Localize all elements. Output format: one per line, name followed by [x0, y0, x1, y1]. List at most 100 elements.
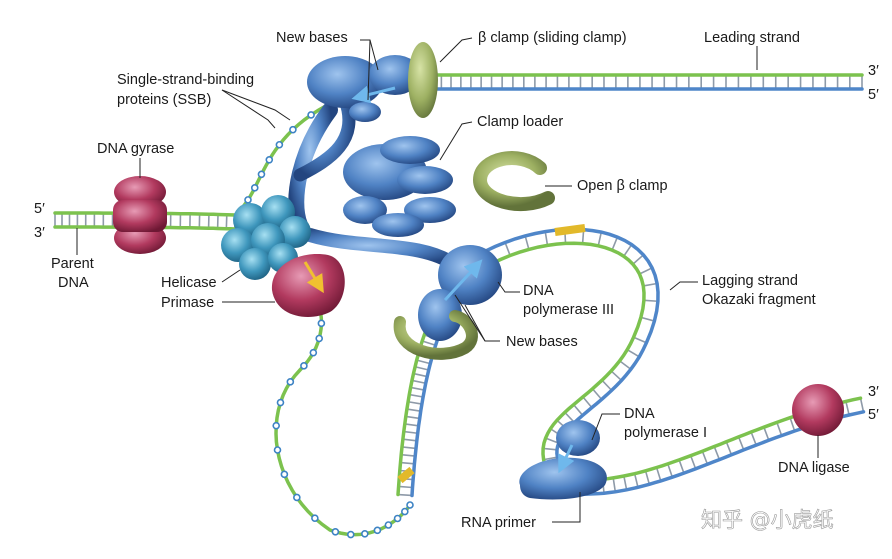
clamp-loader [288, 93, 462, 272]
ssb-dot [406, 501, 414, 509]
lagging-new-fragment-rung [401, 453, 416, 457]
end-label-right-top-5: 5′ [868, 87, 879, 103]
lagging-new-fragment-rung [400, 461, 415, 465]
okazaki-fragment-rung [633, 336, 647, 344]
ssb-dot [275, 140, 284, 149]
ssb-dot [272, 421, 280, 430]
open-beta-clamp-label: Open β clamp [577, 178, 668, 194]
lagging-joined-strand-rung [701, 450, 709, 465]
ssb-dot [280, 470, 289, 479]
parent-dna-label-line1: Parent [51, 256, 94, 272]
ssb-dot [361, 529, 369, 538]
dna-ligase-label: DNA ligase [778, 460, 850, 476]
dna-polymerase-i [519, 420, 607, 500]
lagging-new-fragment-rung [401, 446, 417, 450]
new-bases-label-top: New bases [276, 30, 348, 46]
ssb-dot [276, 398, 285, 407]
okazaki-fragment-rung [544, 231, 549, 246]
new-bases-arrow-lagging [443, 259, 483, 302]
rna-primer-label: RNA primer [461, 515, 536, 531]
primase-label: Primase [161, 295, 214, 311]
lagging-new-fragment-rung [409, 393, 424, 398]
okazaki-fragment-rung [572, 404, 584, 416]
dna-gyrase [113, 176, 167, 254]
leading-strand-label: Leading strand [704, 30, 800, 46]
okazaki-fragment-rung [601, 379, 613, 391]
lagging-new-fragment-rung [407, 400, 423, 405]
dna-gyrase-label: DNA gyrase [97, 141, 174, 157]
lagging-new-fragment-rung [398, 485, 413, 489]
okazaki-fragment-rung [545, 437, 559, 444]
clamp-loader-label: Clamp loader [477, 114, 563, 130]
okazaki-fragment-rung [643, 299, 658, 303]
lagging-joined-strand-rung [689, 455, 697, 470]
ssb-dot [300, 362, 308, 370]
lagging-joined-strand-rung [612, 477, 617, 492]
okazaki-fragment-rung [610, 370, 623, 382]
pol1-label-line1: DNA [624, 406, 655, 422]
ssb-dot [384, 521, 393, 529]
okazaki-fragment-rung [504, 242, 511, 256]
pol1-label-line2: polymerase I [624, 425, 707, 441]
ssb-dot [289, 125, 297, 134]
okazaki-fragment-rung [543, 447, 558, 451]
watermark: 知乎 @小虎纸 [701, 508, 834, 532]
lagging-new-fragment-rung [421, 340, 436, 347]
lagging-new-fragment-rung [410, 386, 425, 391]
lagging-new-fragment-rung [404, 423, 419, 427]
lagging-joined-strand-rung [623, 475, 628, 490]
new-bases-arrow-leading [351, 85, 396, 104]
lagging-new-fragment-rung [414, 365, 429, 371]
ssb-dot [293, 493, 301, 502]
ssb-dot [265, 155, 274, 164]
lagging-strand-label-line1: Lagging strand [702, 273, 798, 289]
ssb-dot [317, 319, 326, 328]
end-label-right-bottom-3: 3′ [868, 384, 879, 400]
open-beta-clamp [472, 151, 555, 212]
lagging-joined-strand-rung [750, 431, 757, 446]
okazaki-fragment-rung [623, 244, 633, 257]
lagging-joined-strand-rung [667, 463, 674, 478]
okazaki-fragment-strand-b [471, 241, 646, 486]
lagging-joined-strand-rung [644, 470, 651, 485]
lagging-joined-strand-rung [655, 467, 662, 482]
dna-ligase [792, 384, 844, 436]
beta-clamp-lagging [393, 310, 478, 360]
ssb-dot [244, 196, 252, 204]
ssb-label-line1: Single-strand-binding [117, 72, 254, 88]
lagging-new-fragment-rung [411, 379, 426, 385]
okazaki-fragment-rung [626, 348, 640, 358]
lagging-joined-strand-rung [845, 401, 850, 416]
okazaki-fragment-rung [640, 316, 655, 322]
polymerase-i-arrow [558, 444, 575, 474]
okazaki-fragment-rung [632, 254, 644, 265]
lagging-new-fragment-rung [405, 415, 420, 420]
ssb-dot [331, 528, 340, 536]
lagging-new-fragment-rung [403, 430, 418, 435]
parent-dna-label-line2: DNA [58, 275, 89, 291]
pol3-label-line2: polymerase III [523, 302, 614, 318]
okazaki-fragment-rung [639, 267, 653, 275]
ssb-dot [286, 378, 295, 386]
beta-clamp-leading [408, 42, 438, 118]
ssb-dot [309, 348, 318, 357]
lagging-new-fragment-rung [413, 372, 428, 378]
helicase [221, 195, 311, 280]
ssb-dot [373, 526, 382, 535]
lagging-new-fragment-rung [402, 438, 417, 442]
leader-lines [76, 37, 819, 523]
lagging-new-fragment-rung [416, 359, 431, 365]
lagging-joined-strand-rung [737, 436, 745, 451]
beta-clamp-label: β clamp (sliding clamp) [478, 30, 627, 46]
okazaki-fragment-rung [582, 396, 593, 409]
lagging-joined-strand-rung [633, 473, 639, 488]
rna-primer-segment [397, 466, 415, 484]
end-label-right-bottom-5: 5′ [868, 407, 879, 423]
ssb-dot [401, 507, 409, 516]
lagging-joined-strand-rung [776, 422, 783, 436]
helicase-label: Helicase [161, 275, 217, 291]
okazaki-fragment-rung [543, 456, 558, 461]
lagging-joined-strand-rung [763, 426, 770, 441]
end-label-left-top: 5′ [34, 201, 45, 217]
